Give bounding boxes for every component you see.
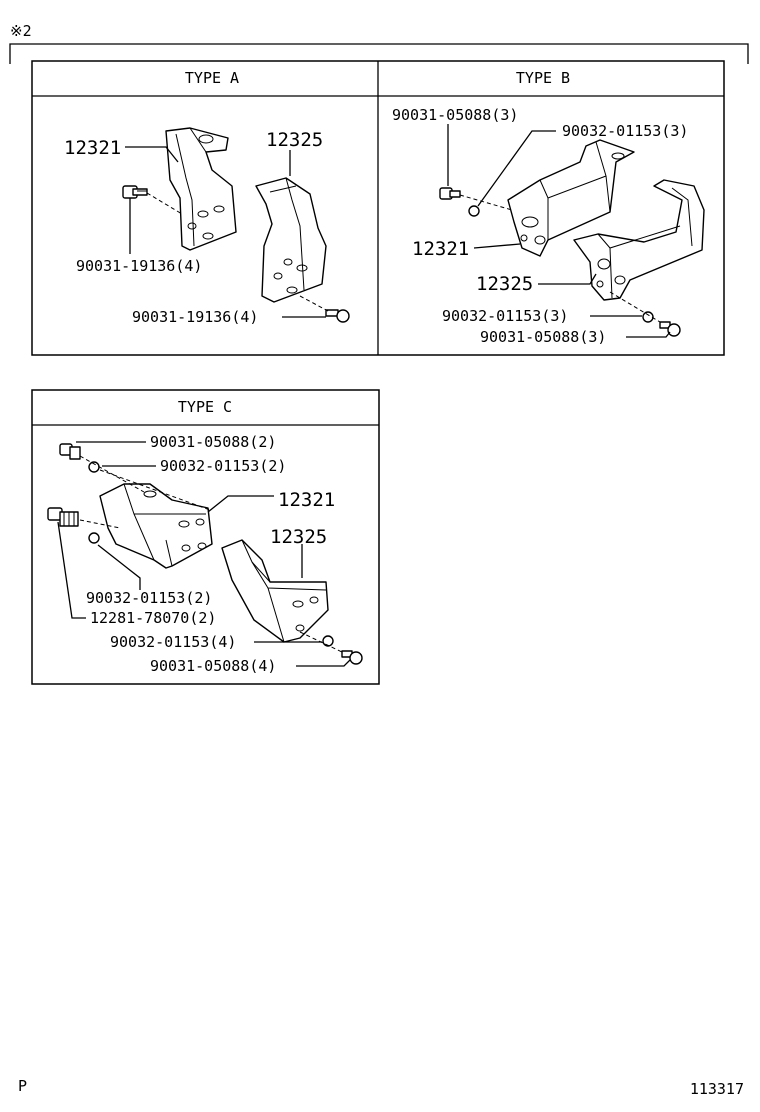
type-c-stud-part <box>47 507 79 527</box>
note-mark: ※2 <box>10 22 32 40</box>
type-b-label-bolt-bottom: 90031-05088(3) <box>480 328 606 346</box>
type-a-bolt-left-part <box>122 185 183 215</box>
type-c-table: TYPE C <box>31 389 380 685</box>
type-c-label-washer-bottom: 90032-01153(4) <box>110 633 236 651</box>
type-c-leader-stud <box>57 521 86 619</box>
type-b-leader-washer-top <box>477 130 556 207</box>
type-c-label-bolt-bottom: 90031-05088(4) <box>150 657 276 675</box>
type-c-label-washer-left: 90032-01153(2) <box>86 589 212 607</box>
type-c-washer-left-part <box>88 532 100 544</box>
type-b-diagram: 90031-05088(3) 90032-01153(3) 12321 1232… <box>392 106 705 346</box>
type-c-header: TYPE C <box>178 398 232 416</box>
type-c-leader-12321 <box>207 495 274 513</box>
type-b-washer-bottom-part <box>642 311 654 323</box>
type-c-label-12325: 12325 <box>270 526 327 548</box>
type-b-leader-bolt-bottom <box>626 331 671 338</box>
type-c-dash-top-2 <box>99 469 211 511</box>
type-c-bolt-bottom-part <box>341 650 363 665</box>
type-b-label-12321: 12321 <box>412 238 469 260</box>
type-a-label-12321: 12321 <box>64 137 121 159</box>
type-b-header: TYPE B <box>516 69 570 87</box>
type-ab-table: TYPE A TYPE B <box>31 60 725 356</box>
type-c-bolt-top-part <box>59 443 81 460</box>
type-b-label-washer-bottom: 90032-01153(3) <box>442 307 568 325</box>
type-a-bolt-right-part <box>299 295 350 323</box>
type-b-bracket-12325-part <box>573 179 705 301</box>
type-b-leader-12325 <box>538 273 597 285</box>
group-bracket-line <box>9 43 749 64</box>
type-b-label-bolt-top: 90031-05088(3) <box>392 106 518 124</box>
type-c-label-bolt-top: 90031-05088(2) <box>150 433 276 451</box>
type-a-leader-12321 <box>125 146 179 163</box>
type-a-bracket-12325-part <box>255 177 327 303</box>
type-b-label-12325: 12325 <box>476 273 533 295</box>
type-b-bracket-12321-part <box>507 139 635 257</box>
type-a-label-12325: 12325 <box>266 129 323 151</box>
type-c-label-12321: 12321 <box>278 489 335 511</box>
type-c-label-washer-top: 90032-01153(2) <box>160 457 286 475</box>
type-a-header: TYPE A <box>185 69 239 87</box>
type-a-label-bolt-2: 90031-19136(4) <box>132 308 258 326</box>
type-b-washer-top-part <box>468 205 480 217</box>
type-c-diagram: 90031-05088(2) 90032-01153(2) 12321 1232… <box>47 433 363 675</box>
type-a-diagram: 12321 12325 90031-19136(4) 90031-19136(4… <box>64 127 350 326</box>
type-c-leader-washer-left <box>97 544 141 590</box>
type-c-bracket-12321-part <box>99 483 213 569</box>
type-c-bracket-12325-part <box>221 539 329 643</box>
type-c-label-stud: 12281-78070(2) <box>90 609 216 627</box>
illustration-number: 113317 <box>690 1080 744 1098</box>
type-a-bracket-12321-part <box>165 127 237 251</box>
type-c-washer-bottom-part <box>322 635 334 647</box>
type-b-bolt-top-part <box>439 187 513 211</box>
type-b-label-washer-top: 90032-01153(3) <box>562 122 688 140</box>
type-c-border <box>31 389 380 685</box>
type-c-leader-bolt-bottom <box>296 659 351 667</box>
type-a-label-bolt-1: 90031-19136(4) <box>76 257 202 275</box>
type-b-bolt-bottom-part <box>609 291 681 337</box>
type-b-leader-12321 <box>473 243 521 249</box>
type-c-dash-top <box>79 455 145 493</box>
footer-left-code: P <box>18 1077 27 1095</box>
